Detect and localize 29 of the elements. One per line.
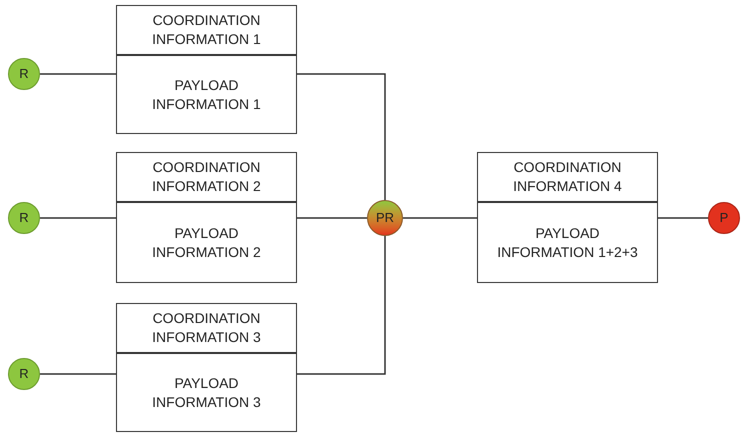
node-label: COORDINATION INFORMATION 2 — [151, 158, 262, 196]
coordination-box — [477, 152, 658, 202]
payload-box — [116, 353, 297, 432]
node-label: COORDINATION INFORMATION 1 — [151, 11, 262, 49]
payload-box — [116, 55, 297, 134]
node-label: R — [19, 65, 29, 83]
connector-line — [40, 217, 116, 219]
node-label: PAYLOAD INFORMATION 3 — [151, 374, 262, 412]
node-label: R — [19, 365, 29, 383]
node-label: R — [19, 209, 29, 227]
connector-line — [297, 217, 367, 219]
node-label: COORDINATION INFORMATION 4 — [512, 158, 623, 196]
connector-line — [297, 73, 386, 200]
node-label: PAYLOAD INFORMATION 2 — [151, 224, 262, 262]
connector-line — [658, 217, 708, 219]
payload-box — [477, 202, 658, 283]
node-label: PAYLOAD INFORMATION 1+2+3 — [496, 224, 639, 262]
connector-line — [297, 236, 386, 375]
node-label: P — [720, 209, 728, 227]
coordination-box — [116, 152, 297, 202]
node-label: COORDINATION INFORMATION 3 — [151, 309, 262, 347]
coordination-box — [116, 303, 297, 353]
connector-line — [40, 373, 116, 375]
node-label: PR — [376, 209, 394, 227]
connector-line — [403, 217, 477, 219]
payload-box — [116, 202, 297, 283]
coordination-box — [116, 5, 297, 55]
connector-line — [40, 73, 116, 75]
node-label: PAYLOAD INFORMATION 1 — [151, 76, 262, 114]
